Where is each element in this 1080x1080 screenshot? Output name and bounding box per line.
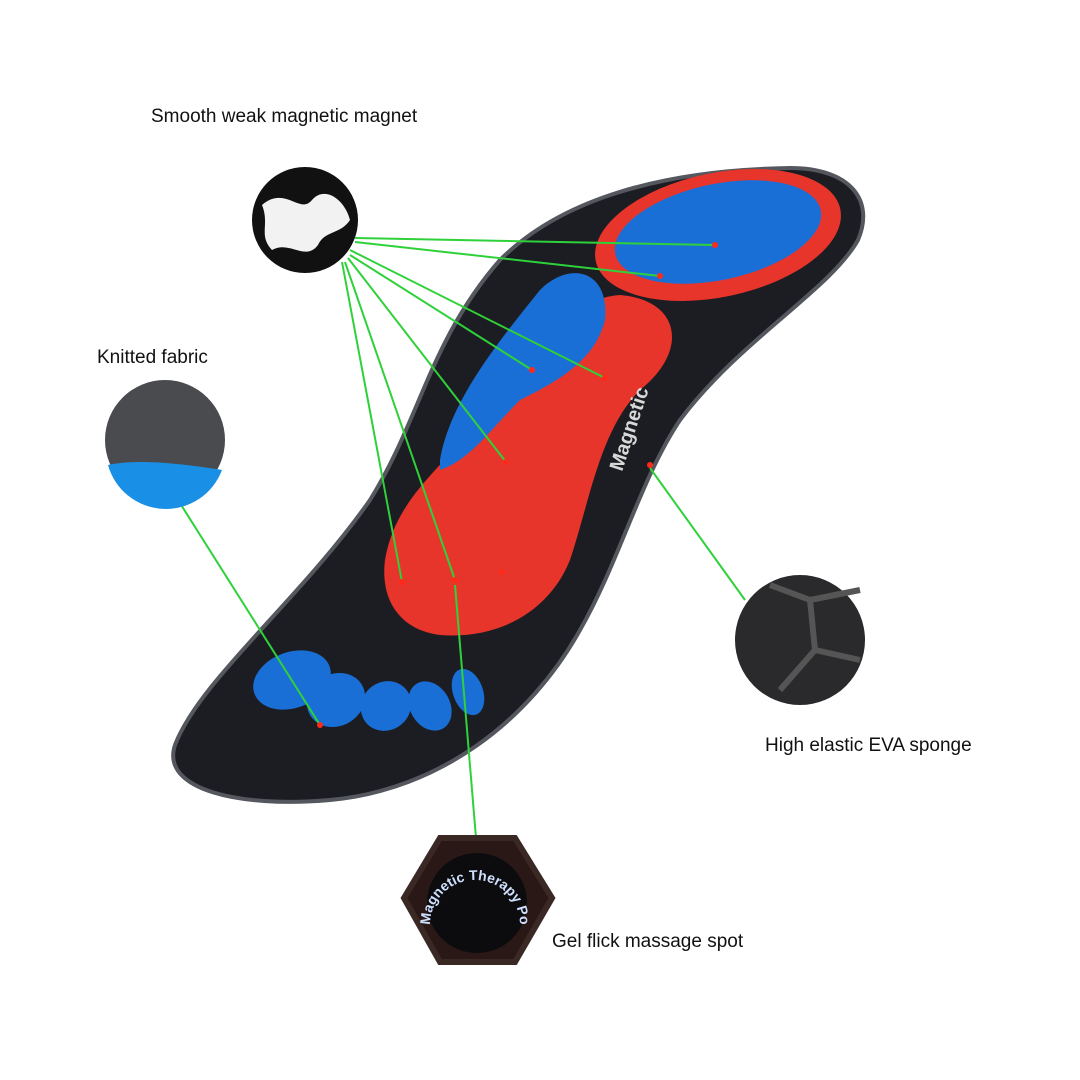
marker-dots: [317, 242, 718, 728]
magnet-closeup: [252, 167, 358, 273]
blue-arch-zone: [440, 273, 606, 470]
heel-blue-pad: [614, 180, 822, 284]
sponge-closeup: [735, 575, 865, 705]
toe-pads: [253, 650, 485, 731]
gel-label: Gel flick massage spot: [552, 931, 744, 952]
magnet-label: Smooth weak magnetic magnet: [151, 106, 418, 127]
leader-lines: [177, 237, 746, 839]
fabric-label: Knitted fabric: [97, 347, 208, 368]
sponge-label: High elastic EVA sponge: [765, 735, 972, 756]
red-cushion-zone: [384, 295, 673, 636]
fabric-closeup: [105, 380, 225, 509]
